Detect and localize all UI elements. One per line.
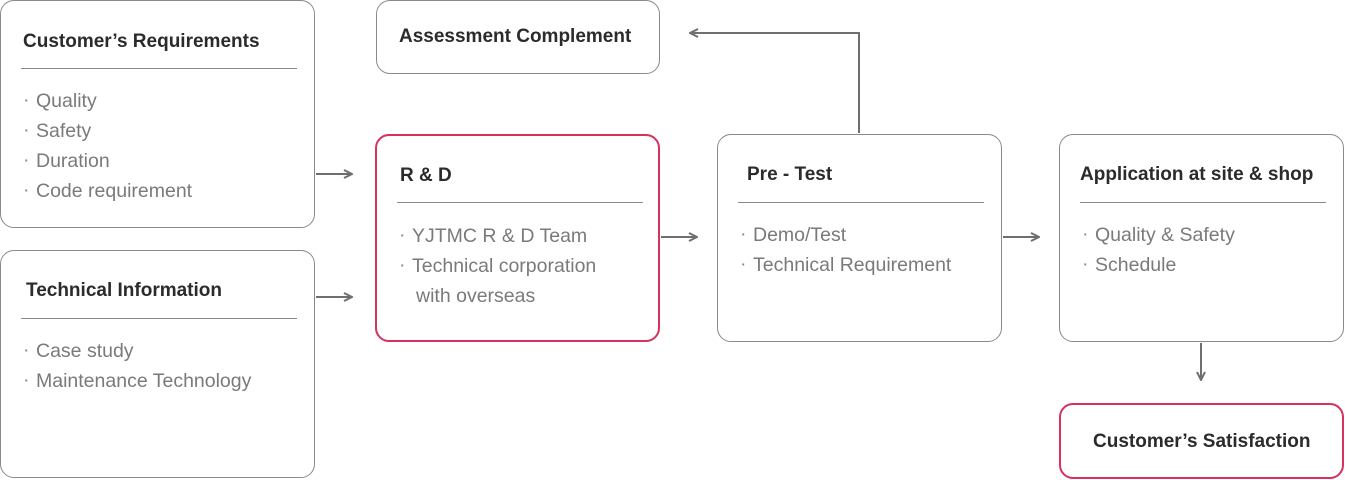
list-item: Quality & Safety bbox=[1082, 219, 1235, 250]
application-list: Quality & Safety Schedule bbox=[1082, 219, 1235, 280]
customer-requirements-list: Quality Safety Duration Code requirement bbox=[23, 85, 192, 206]
list-item: YJTMC R & D Team bbox=[399, 220, 596, 251]
list-item: Duration bbox=[23, 145, 192, 176]
list-item: Case study bbox=[23, 335, 251, 366]
technical-information-list: Case study Maintenance Technology bbox=[23, 335, 251, 396]
list-item: Technical corporation bbox=[399, 250, 596, 281]
customer-satisfaction-box: Customer’s Satisfaction bbox=[1059, 403, 1344, 479]
customer-requirements-title: Customer’s Requirements bbox=[23, 31, 260, 52]
assessment-complement-box: Assessment Complement bbox=[376, 0, 660, 74]
assessment-complement-title: Assessment Complement bbox=[399, 26, 632, 47]
application-title: Application at site & shop bbox=[1080, 164, 1314, 185]
list-item: with overseas bbox=[416, 285, 536, 307]
arrow-pretest-to-assessment bbox=[690, 33, 860, 133]
pre-test-list: Demo/Test Technical Requirement bbox=[740, 219, 951, 280]
technical-information-box: Technical Information Case study Mainten… bbox=[0, 250, 315, 478]
pre-test-box: Pre - Test Demo/Test Technical Requireme… bbox=[717, 134, 1002, 342]
technical-information-title: Technical Information bbox=[26, 280, 223, 301]
rnd-list: YJTMC R & D Team Technical corporation w… bbox=[399, 220, 596, 311]
divider bbox=[21, 68, 297, 69]
list-item: Technical Requirement bbox=[740, 249, 951, 280]
list-item: Maintenance Technology bbox=[23, 365, 251, 396]
application-box: Application at site & shop Quality & Saf… bbox=[1059, 134, 1344, 342]
list-item: Safety bbox=[23, 115, 192, 146]
list-item: Schedule bbox=[1082, 249, 1235, 280]
list-item: Code requirement bbox=[23, 175, 192, 206]
customer-satisfaction-title: Customer’s Satisfaction bbox=[1093, 431, 1311, 452]
list-item: Demo/Test bbox=[740, 219, 951, 250]
list-item: Quality bbox=[23, 85, 192, 116]
rnd-title: R & D bbox=[400, 165, 452, 186]
divider bbox=[1080, 202, 1326, 203]
divider bbox=[397, 202, 643, 203]
pre-test-title: Pre - Test bbox=[747, 164, 833, 185]
rnd-box: R & D YJTMC R & D Team Technical corpora… bbox=[375, 134, 660, 342]
divider bbox=[738, 202, 984, 203]
customer-requirements-box: Customer’s Requirements Quality Safety D… bbox=[0, 0, 315, 228]
divider bbox=[21, 318, 297, 319]
